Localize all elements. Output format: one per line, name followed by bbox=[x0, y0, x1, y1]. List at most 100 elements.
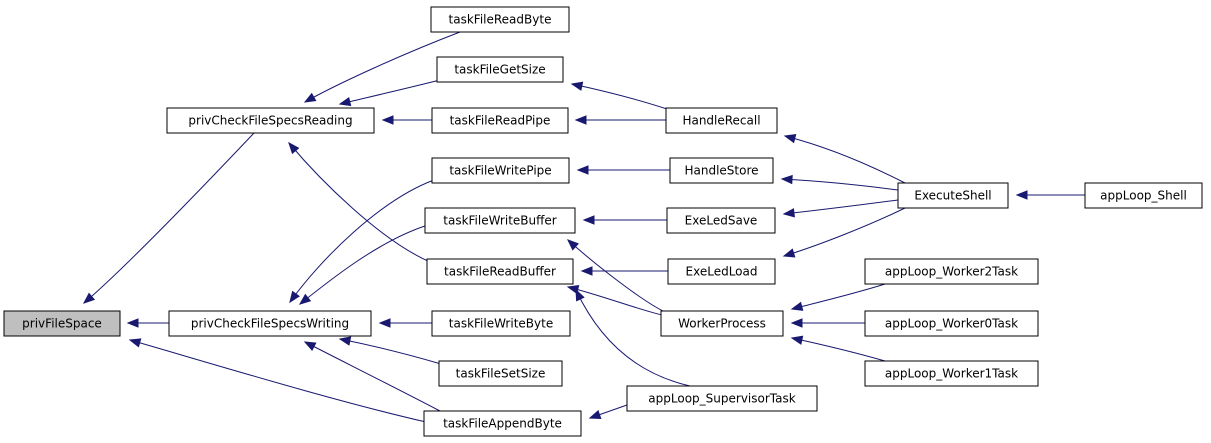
arrowhead-icon bbox=[580, 266, 593, 276]
arrowhead-icon bbox=[790, 318, 803, 328]
node-task-file-write-buffer[interactable]: taskFileWriteBuffer bbox=[424, 207, 576, 234]
node-task-file-read-pipe[interactable]: taskFileReadPipe bbox=[431, 107, 569, 134]
arrowhead-icon bbox=[567, 239, 579, 251]
node-worker-process[interactable]: WorkerProcess bbox=[660, 310, 784, 337]
node-priv-check-file-specs-reading[interactable]: privCheckFileSpecsReading bbox=[166, 107, 375, 134]
edge-task-file-read-pipe-to-priv-check-file-specs-reading bbox=[381, 115, 432, 125]
edge-app-loop-worker0-task-to-worker-process bbox=[790, 318, 865, 328]
edge-line bbox=[567, 239, 666, 313]
node-task-file-read-byte[interactable]: taskFileReadByte bbox=[430, 6, 570, 33]
edge-line bbox=[791, 283, 886, 310]
node-box bbox=[1084, 182, 1203, 209]
edge-handle-recall-to-task-file-read-pipe bbox=[574, 115, 666, 125]
node-label: taskFileGetSize bbox=[454, 63, 545, 77]
edge-task-file-get-size-to-priv-check-file-specs-reading bbox=[338, 79, 441, 107]
node-label: ExeLedSave bbox=[685, 214, 758, 228]
node-box bbox=[669, 157, 774, 184]
node-task-file-write-byte[interactable]: taskFileWriteByte bbox=[431, 310, 571, 337]
edge-task-file-read-byte-to-priv-check-file-specs-reading bbox=[303, 31, 461, 103]
node-label: privCheckFileSpecsWriting bbox=[191, 317, 349, 331]
arrowhead-icon bbox=[790, 335, 804, 345]
arrowhead-icon bbox=[381, 115, 394, 125]
edge-app-loop-supervisor-task-to-task-file-append-byte bbox=[588, 404, 628, 419]
node-label: privFileSpace bbox=[22, 317, 102, 331]
arrowhead-icon bbox=[576, 165, 589, 175]
node-box bbox=[864, 360, 1039, 387]
edge-app-loop-supervisor-task-to-task-file-read-buffer bbox=[575, 288, 691, 387]
node-box bbox=[665, 107, 778, 134]
edge-priv-check-file-specs-reading-to-priv-file-space bbox=[82, 132, 255, 304]
node-handle-store[interactable]: HandleStore bbox=[669, 157, 774, 184]
node-task-file-get-size[interactable]: taskFileGetSize bbox=[436, 56, 564, 83]
node-label: ExecuteShell bbox=[914, 189, 991, 203]
node-label: appLoop_SupervisorTask bbox=[648, 392, 795, 406]
edge-line bbox=[784, 135, 906, 184]
node-box bbox=[666, 207, 776, 234]
node-label: taskFileReadByte bbox=[449, 13, 552, 27]
arrowhead-icon bbox=[378, 318, 391, 328]
edge-line bbox=[289, 179, 435, 303]
arrowhead-icon bbox=[790, 301, 804, 311]
arrowhead-icon bbox=[298, 293, 312, 305]
node-app-loop-worker1-task[interactable]: appLoop_Worker1Task bbox=[864, 360, 1039, 387]
node-priv-check-file-specs-writing[interactable]: privCheckFileSpecsWriting bbox=[168, 310, 372, 337]
node-label: appLoop_Shell bbox=[1100, 189, 1187, 203]
node-execute-shell[interactable]: ExecuteShell bbox=[897, 182, 1009, 209]
edge-priv-check-file-specs-writing-to-priv-file-space bbox=[126, 318, 169, 328]
node-box bbox=[430, 6, 570, 33]
node-box bbox=[166, 107, 375, 134]
node-box bbox=[864, 258, 1039, 285]
arrowhead-icon bbox=[782, 208, 795, 218]
node-label: ExeLedLoad bbox=[686, 265, 758, 279]
edge-handle-recall-to-task-file-get-size bbox=[570, 81, 671, 111]
node-label: taskFileWritePipe bbox=[449, 164, 551, 178]
node-label: taskFileAppendByte bbox=[443, 417, 562, 431]
node-priv-file-space[interactable]: privFileSpace bbox=[3, 310, 121, 337]
arrowhead-icon bbox=[82, 292, 96, 304]
edge-line bbox=[791, 337, 886, 362]
edge-line bbox=[299, 224, 429, 305]
arrowhead-icon bbox=[303, 92, 317, 103]
arrowhead-icon bbox=[288, 141, 300, 155]
arrowhead-icon bbox=[570, 81, 584, 91]
node-handle-recall[interactable]: HandleRecall bbox=[665, 107, 778, 134]
arrowhead-icon bbox=[289, 290, 300, 304]
edge-app-loop-worker2-task-to-worker-process bbox=[790, 283, 886, 311]
node-task-file-read-buffer[interactable]: taskFileReadBuffer bbox=[426, 258, 574, 285]
edge-line bbox=[783, 207, 906, 257]
node-app-loop-worker0-task[interactable]: appLoop_Worker0Task bbox=[864, 310, 1039, 337]
node-box bbox=[426, 258, 574, 285]
arrowhead-icon bbox=[126, 318, 139, 328]
node-box bbox=[626, 385, 818, 412]
edge-exe-led-save-to-task-file-write-buffer bbox=[582, 215, 667, 225]
node-exe-led-load[interactable]: ExeLedLoad bbox=[667, 258, 776, 285]
edge-line bbox=[339, 338, 442, 365]
arrowhead-icon bbox=[574, 115, 587, 125]
node-box bbox=[424, 207, 576, 234]
node-box bbox=[864, 310, 1039, 337]
edge-handle-store-to-task-file-write-pipe bbox=[576, 165, 670, 175]
node-box bbox=[438, 360, 563, 387]
node-app-loop-supervisor-task[interactable]: appLoop_SupervisorTask bbox=[626, 385, 818, 412]
arrowhead-icon bbox=[303, 341, 317, 352]
edge-line bbox=[83, 132, 255, 304]
node-label: taskFileWriteByte bbox=[449, 317, 553, 331]
edge-task-file-write-byte-to-priv-check-file-specs-writing bbox=[378, 318, 432, 328]
arrowhead-icon bbox=[783, 134, 797, 144]
node-box bbox=[3, 310, 121, 337]
node-box bbox=[423, 410, 582, 437]
node-box bbox=[660, 310, 784, 337]
node-label: WorkerProcess bbox=[678, 317, 766, 331]
edge-line bbox=[571, 83, 671, 111]
node-app-loop-shell[interactable]: appLoop_Shell bbox=[1084, 182, 1203, 209]
node-exe-led-save[interactable]: ExeLedSave bbox=[666, 207, 776, 234]
edge-app-loop-shell-to-execute-shell bbox=[1015, 190, 1085, 200]
node-task-file-append-byte[interactable]: taskFileAppendByte bbox=[423, 410, 582, 437]
node-task-file-set-size[interactable]: taskFileSetSize bbox=[438, 360, 563, 387]
node-label: appLoop_Worker0Task bbox=[885, 317, 1018, 331]
node-box bbox=[897, 182, 1009, 209]
node-app-loop-worker2-task[interactable]: appLoop_Worker2Task bbox=[864, 258, 1039, 285]
arrowhead-icon bbox=[338, 336, 352, 346]
arrowhead-icon bbox=[582, 215, 595, 225]
node-task-file-write-pipe[interactable]: taskFileWritePipe bbox=[431, 157, 570, 184]
